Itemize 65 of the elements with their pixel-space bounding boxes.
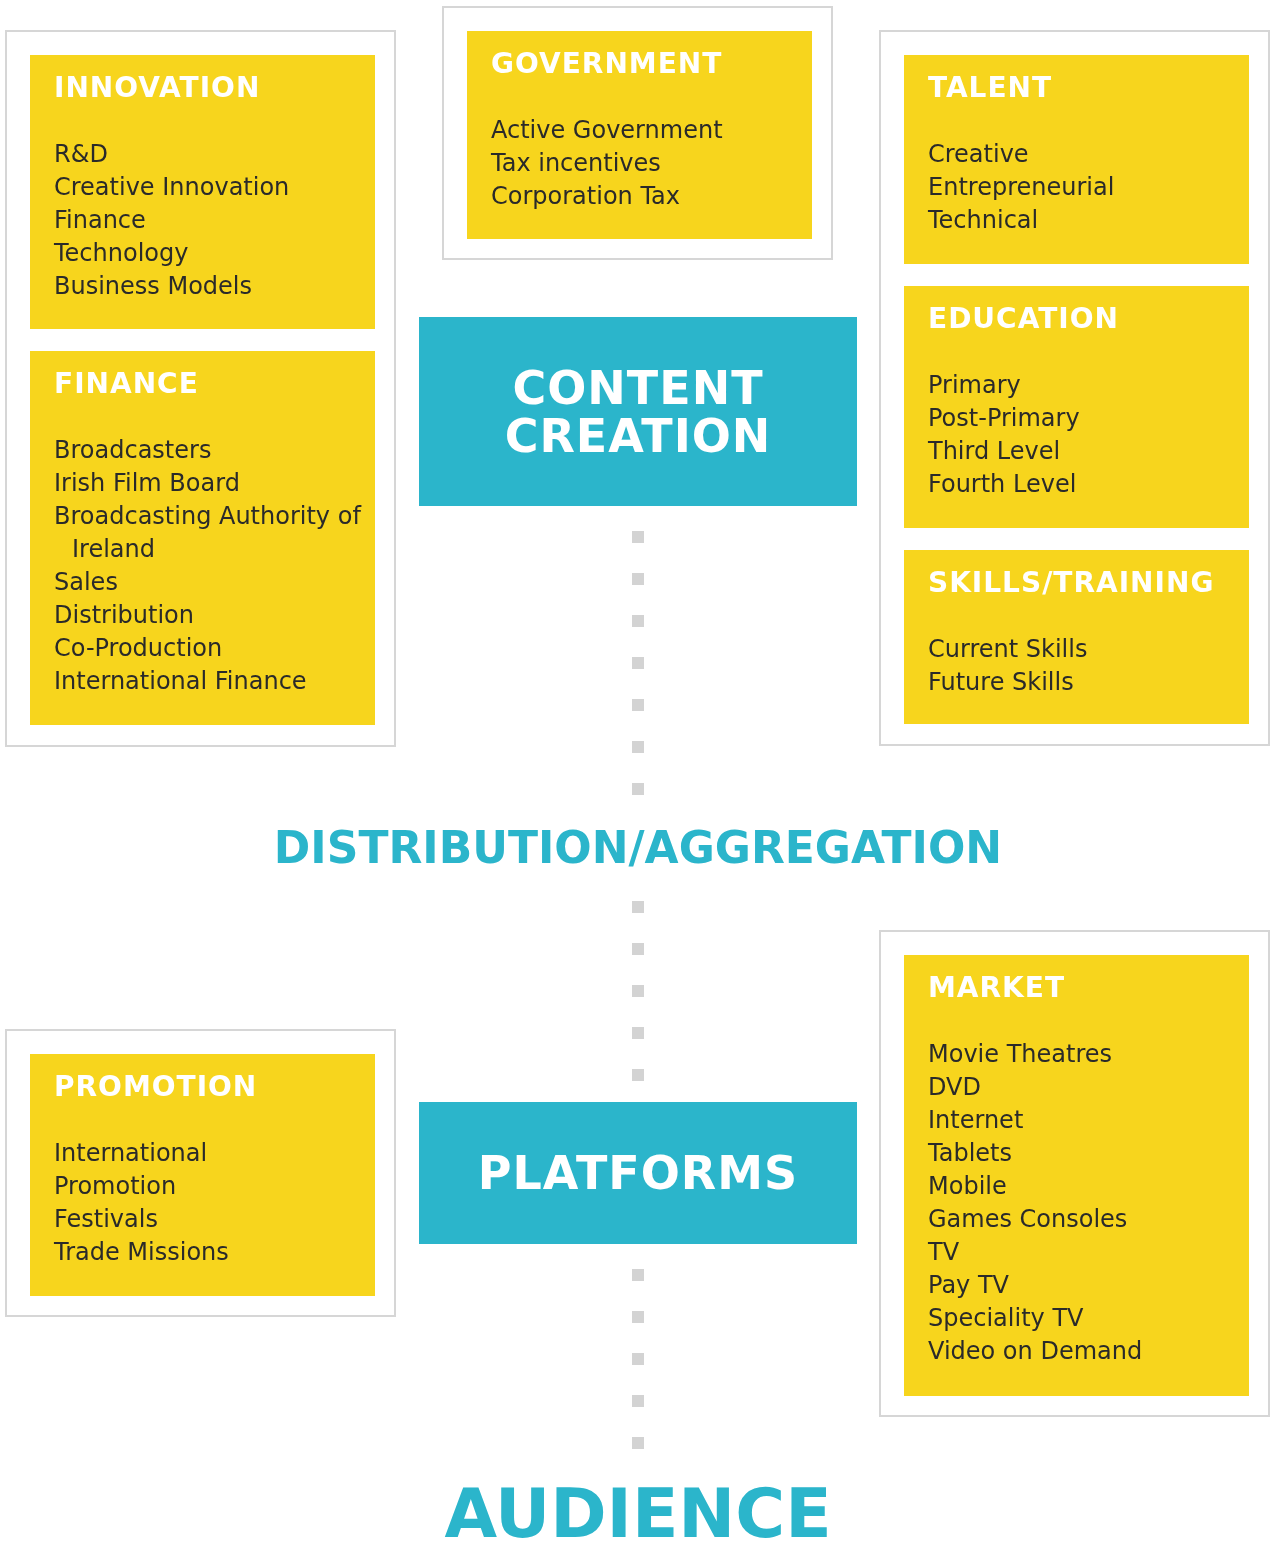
panel-frame: [5, 30, 396, 747]
list-item: Internet: [928, 1105, 1025, 1136]
list-item: TV: [928, 1237, 961, 1268]
list-item: Distribution: [54, 600, 195, 631]
list-item: Technology: [54, 238, 190, 269]
list-item: International Finance: [54, 666, 308, 697]
stage-label: DISTRIBUTION/AGGREGATION: [230, 818, 1046, 876]
list-item: Co-Production: [54, 633, 224, 664]
list-item: Broadcasters: [54, 435, 213, 466]
list-item: Active Government: [491, 115, 724, 146]
list-item: Movie Theatres: [928, 1039, 1114, 1070]
list-item: Fourth Level: [928, 469, 1078, 500]
card-heading: GOVERNMENT: [491, 47, 724, 80]
category-card: [30, 351, 375, 725]
list-item: Tax incentives: [491, 148, 662, 179]
list-item: Video on Demand: [928, 1336, 1144, 1367]
card-heading: TALENT: [928, 71, 1054, 104]
category-card: [30, 55, 375, 329]
card-heading: PROMOTION: [54, 1070, 259, 1103]
panel-frame: [5, 1029, 396, 1317]
list-item: R&D: [54, 139, 109, 170]
stage-title: CONTENT CREATION: [503, 363, 773, 460]
category-card: [904, 55, 1249, 264]
category-card: [904, 286, 1249, 528]
card-heading: MARKET: [928, 971, 1067, 1004]
list-item: Creative Innovation: [54, 172, 291, 203]
list-item: Games Consoles: [928, 1204, 1129, 1235]
category-card: [30, 1054, 375, 1296]
list-item: Post-Primary: [928, 403, 1081, 434]
list-item: Tablets: [928, 1138, 1013, 1169]
list-item: Irish Film Board: [54, 468, 241, 499]
list-item: Business Models: [54, 271, 254, 302]
list-item: Speciality TV: [928, 1303, 1085, 1334]
list-item: Festivals: [54, 1204, 159, 1235]
stage-box: [419, 317, 857, 506]
list-item: Technical: [928, 205, 1040, 236]
list-item: Primary: [928, 370, 1022, 401]
list-item: Finance: [54, 205, 147, 236]
list-item: Third Level: [928, 436, 1062, 467]
list-item: Entrepreneurial: [928, 172, 1116, 203]
category-card: [467, 31, 812, 239]
list-item: Creative: [928, 139, 1030, 170]
list-item: Mobile: [928, 1171, 1008, 1202]
panel-frame: [879, 30, 1270, 746]
card-heading: EDUCATION: [928, 302, 1120, 335]
card-heading: INNOVATION: [54, 71, 262, 104]
card-heading: SKILLS/TRAINING: [928, 566, 1216, 599]
list-item: International: [54, 1138, 209, 1169]
panel-frame: [879, 930, 1270, 1417]
list-item: Sales: [54, 567, 119, 598]
list-item: Trade Missions: [54, 1237, 230, 1268]
stage-box: [419, 1102, 857, 1244]
category-card: [904, 550, 1249, 724]
panel-frame: [442, 6, 833, 260]
category-card: [904, 955, 1249, 1396]
list-item: Pay TV: [928, 1270, 1010, 1301]
list-item: Future Skills: [928, 667, 1075, 698]
stage-title: PLATFORMS: [476, 1149, 800, 1197]
stage-label: AUDIENCE: [400, 1478, 876, 1548]
list-item: Promotion: [54, 1171, 178, 1202]
list-item: Current Skills: [928, 634, 1089, 665]
list-item: Broadcasting Authority of Ireland: [54, 501, 363, 565]
list-item: Corporation Tax: [491, 181, 681, 212]
list-item: DVD: [928, 1072, 982, 1103]
card-heading: FINANCE: [54, 367, 200, 400]
